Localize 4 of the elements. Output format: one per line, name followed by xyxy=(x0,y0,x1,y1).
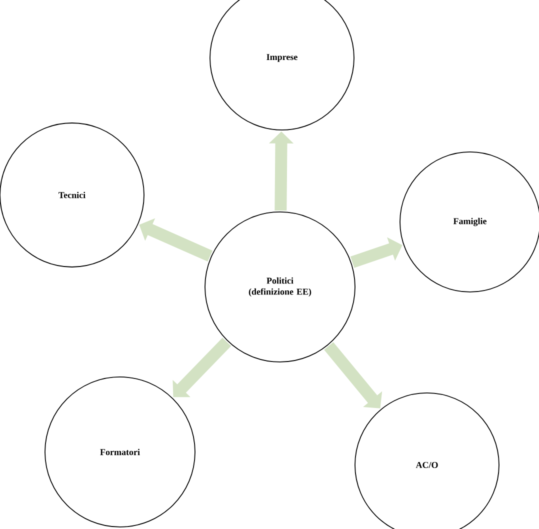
block-arrow xyxy=(172,338,232,398)
circle-node: Formatori xyxy=(44,376,196,528)
circle-node: Politici (definizione EE) xyxy=(204,212,356,362)
block-arrow xyxy=(324,342,382,408)
